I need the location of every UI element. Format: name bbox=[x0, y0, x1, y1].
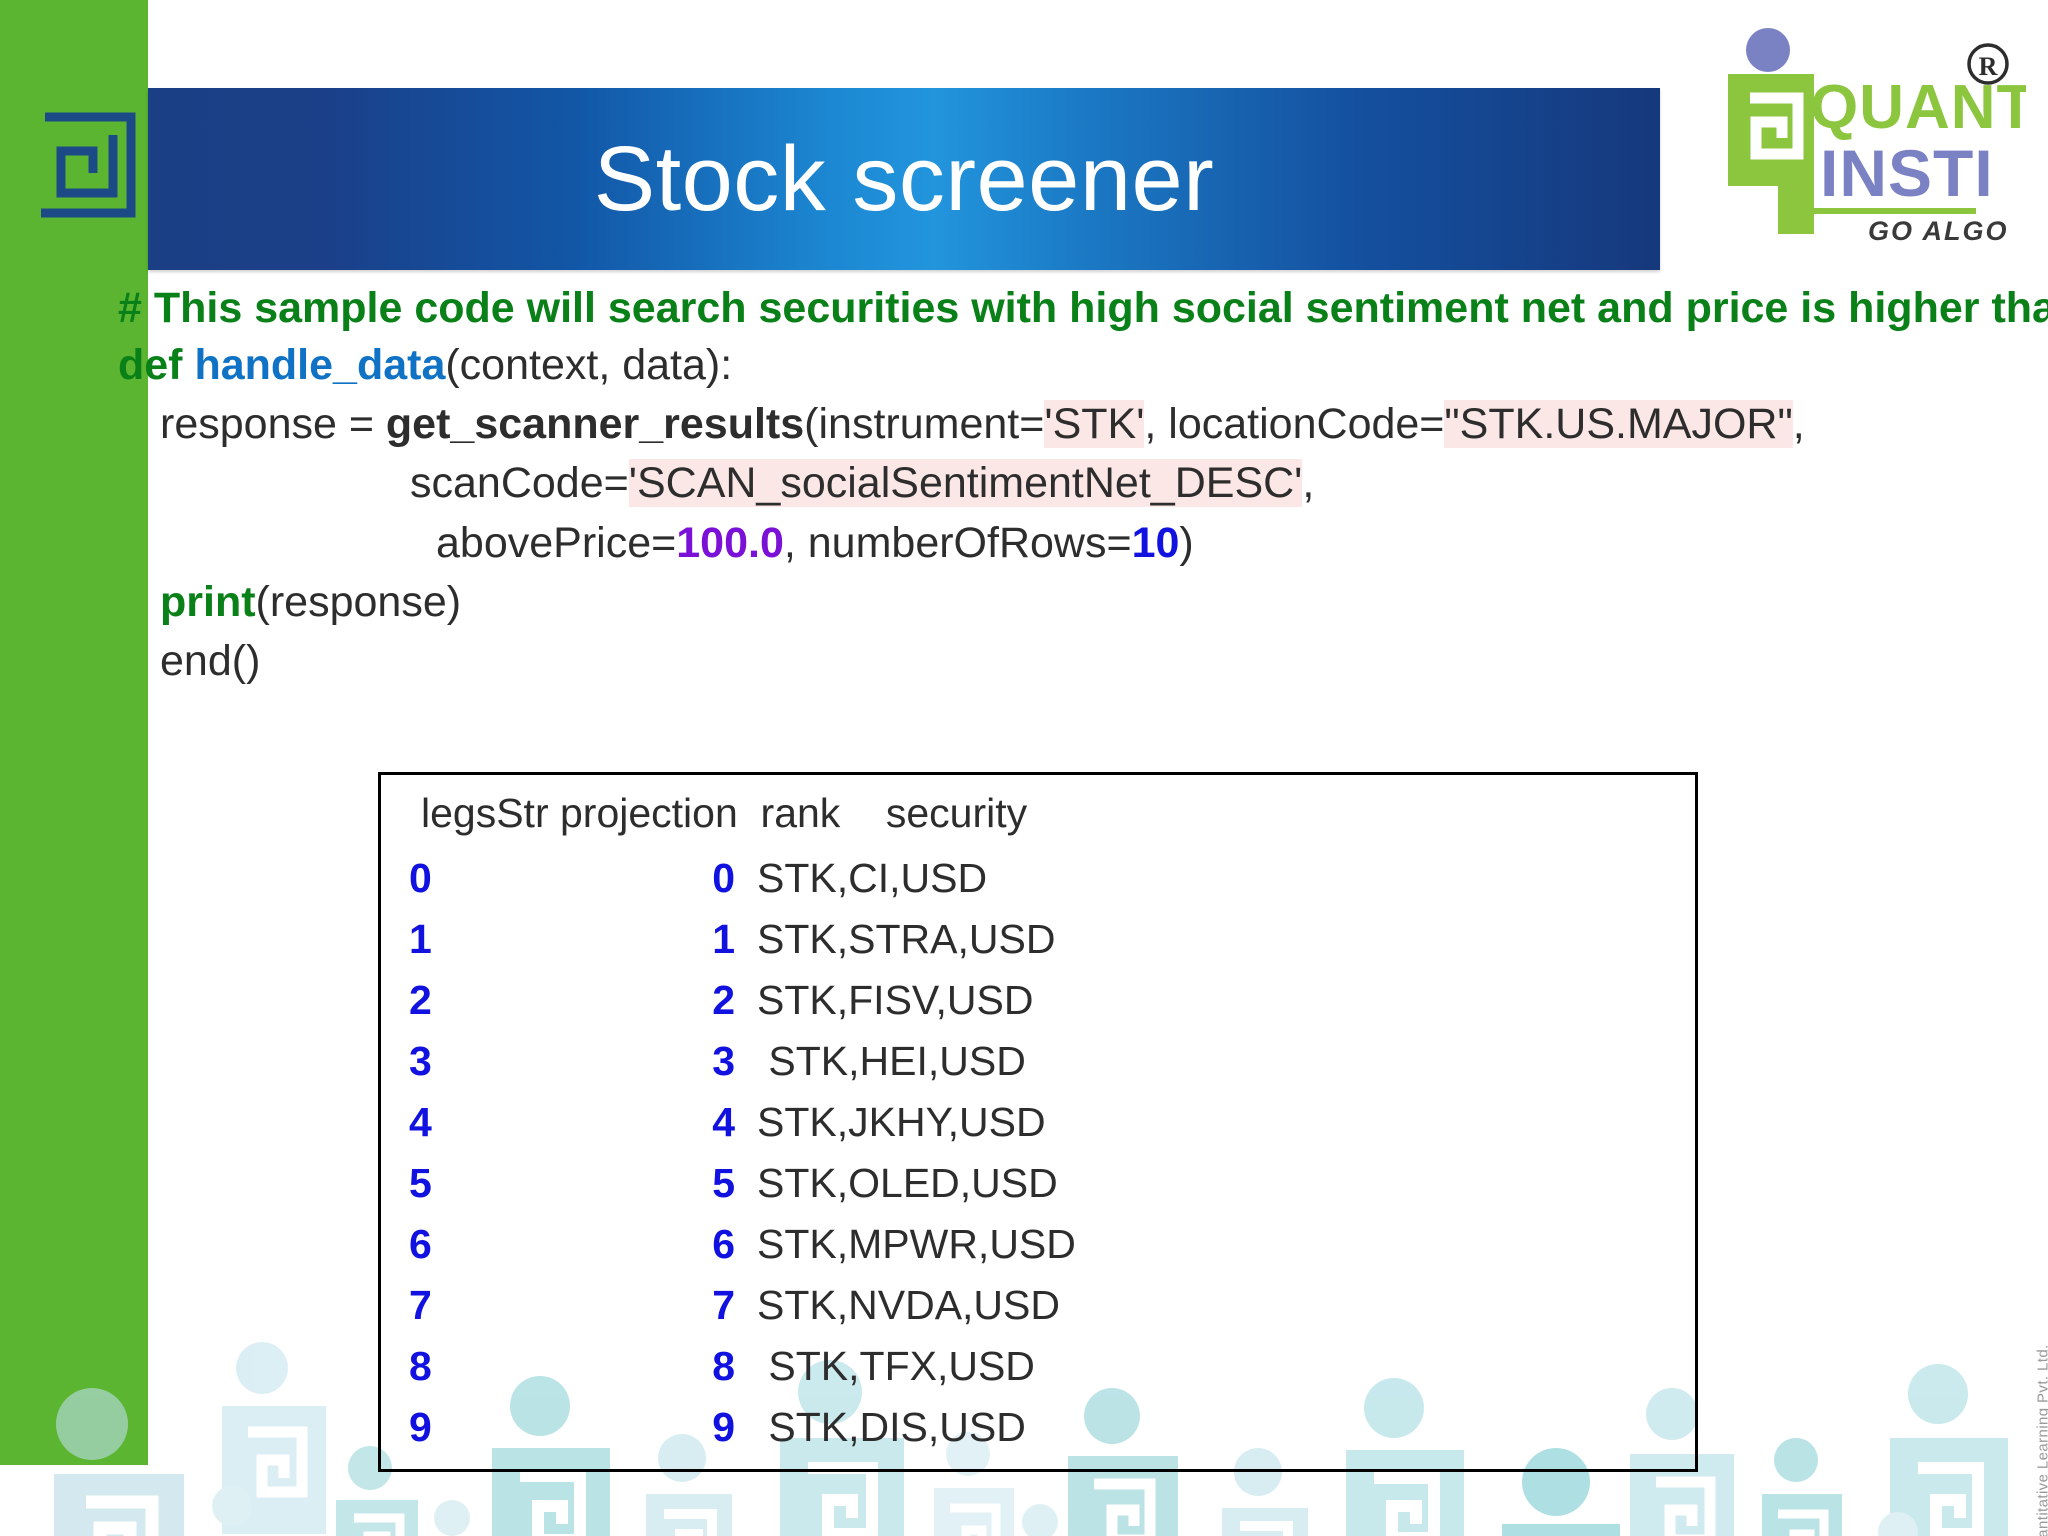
aboveprice-label: abovePrice= bbox=[436, 518, 677, 567]
code-aboveprice-line: abovePrice=100.0, numberOfRows=10) bbox=[118, 514, 1948, 573]
cell-rank: 6 bbox=[712, 1221, 735, 1267]
table-row: 2 2 STK,FISV,USD bbox=[409, 980, 1695, 1041]
slide-title-bar: Stock screener bbox=[148, 88, 1660, 270]
code-block: # This sample code will search securitie… bbox=[118, 282, 2048, 692]
cell-rank: 4 bbox=[712, 1099, 735, 1145]
table-row: 1 1 STK,STRA,USD bbox=[409, 919, 1695, 980]
spiral-logo-icon bbox=[41, 112, 136, 218]
assign-lhs: response = bbox=[160, 400, 386, 449]
cell-security: STK,JKHY,USD bbox=[757, 1099, 1046, 1145]
code-print-line: print(response) bbox=[118, 573, 1948, 632]
arg-separator-1: , locationCode= bbox=[1144, 400, 1445, 449]
cell-legsstr: 6 bbox=[409, 1221, 432, 1267]
table-row: 8 8 STK,TFX,USD bbox=[409, 1346, 1695, 1407]
keyword-print: print bbox=[160, 578, 256, 627]
quantinsti-logo: QUANT INSTI GO ALGO R bbox=[1728, 28, 2026, 246]
registered-mark-icon bbox=[1967, 43, 2009, 85]
cell-rank: 0 bbox=[712, 855, 735, 901]
cell-legsstr: 3 bbox=[409, 1038, 432, 1084]
cell-security: STK,TFX,USD bbox=[757, 1343, 1035, 1389]
decorative-people-band bbox=[0, 1296, 2048, 1536]
table-row: 6 6 STK,MPWR,USD bbox=[409, 1224, 1695, 1285]
keyword-def: def bbox=[118, 340, 183, 389]
cell-security: STK,DIS,USD bbox=[757, 1404, 1026, 1450]
cell-rank: 5 bbox=[712, 1160, 735, 1206]
table-row: 9 9 STK,DIS,USD bbox=[409, 1407, 1695, 1468]
svg-text:R: R bbox=[1979, 52, 1998, 81]
cell-legsstr: 0 bbox=[409, 855, 432, 901]
output-table-header: legsStr projection rank security bbox=[421, 790, 1028, 836]
cell-rank: 7 bbox=[712, 1282, 735, 1328]
page-title: Stock screener bbox=[593, 128, 1215, 230]
cell-legsstr: 5 bbox=[409, 1160, 432, 1206]
logo-spiral-mark bbox=[1728, 74, 1814, 234]
cell-security: STK,HEI,USD bbox=[757, 1038, 1026, 1084]
logo-underline bbox=[1786, 208, 1976, 214]
arg-separator-4: , numberOfRows= bbox=[783, 518, 1132, 567]
table-row: 0 0 STK,CI,USD bbox=[409, 858, 1695, 919]
function-call-get-scanner-results: get_scanner_results bbox=[385, 400, 805, 449]
cell-rank: 1 bbox=[712, 916, 735, 962]
cell-legsstr: 1 bbox=[409, 916, 432, 962]
arg-separator-3: , bbox=[1302, 459, 1315, 508]
cell-security: STK,OLED,USD bbox=[757, 1160, 1058, 1206]
print-args: (response) bbox=[255, 578, 462, 627]
cell-security: STK,NVDA,USD bbox=[757, 1282, 1060, 1328]
number-literal-above-price: 100.0 bbox=[676, 518, 784, 567]
cell-security: STK,CI,USD bbox=[757, 855, 988, 901]
function-name-handle-data: handle_data bbox=[194, 340, 446, 389]
string-literal-instrument: 'STK' bbox=[1044, 400, 1145, 449]
table-row: 5 5 STK,OLED,USD bbox=[409, 1163, 1695, 1224]
cell-rank: 3 bbox=[712, 1038, 735, 1084]
cell-rank: 9 bbox=[712, 1404, 735, 1450]
cell-security: STK,MPWR,USD bbox=[757, 1221, 1076, 1267]
code-end-line: end() bbox=[160, 637, 261, 686]
code-def-line: def handle_data(context, data): bbox=[118, 336, 1948, 395]
number-literal-number-of-rows: 10 bbox=[1131, 518, 1180, 567]
code-output-panel: legsStr projection rank security 0 0 STK,C… bbox=[378, 772, 1698, 1472]
call-close-paren: ) bbox=[1179, 518, 1194, 567]
cell-rank: 2 bbox=[712, 977, 735, 1023]
cell-rank: 8 bbox=[712, 1343, 735, 1389]
cell-legsstr: 9 bbox=[409, 1404, 432, 1450]
call-open-paren: (instrument= bbox=[804, 400, 1045, 449]
table-row: 3 3 STK,HEI,USD bbox=[409, 1041, 1695, 1102]
left-green-sidebar bbox=[0, 0, 148, 1465]
table-row: 4 4 STK,JKHY,USD bbox=[409, 1102, 1695, 1163]
cell-security: STK,FISV,USD bbox=[757, 977, 1034, 1023]
output-table-body: 0 0 STK,CI,USD 1 1 STK,STRA,USD 2 2 STK,FISV,USD… bbox=[409, 858, 1695, 1468]
output-table: legsStr projection rank security 0 0 STK,C… bbox=[381, 775, 1695, 1468]
string-literal-scan-code: 'SCAN_socialSentimentNet_DESC' bbox=[628, 459, 1303, 508]
code-scancode-line: scanCode='SCAN_socialSentimentNet_DESC', bbox=[118, 454, 1948, 513]
logo-tagline: GO ALGO bbox=[1868, 216, 2009, 246]
cell-legsstr: 4 bbox=[409, 1099, 432, 1145]
def-args: (context, data): bbox=[445, 340, 733, 389]
cell-legsstr: 2 bbox=[409, 977, 432, 1023]
people-pattern-icon bbox=[54, 1342, 2008, 1536]
cell-legsstr: 8 bbox=[409, 1343, 432, 1389]
string-literal-location-code: "STK.US.MAJOR" bbox=[1444, 400, 1793, 449]
logo-head-dot bbox=[1746, 28, 1790, 72]
code-assign-line: response = get_scanner_results(instrumen… bbox=[118, 395, 1948, 454]
logo-text-insti: INSTI bbox=[1820, 136, 1994, 210]
arg-separator-2: , bbox=[1792, 400, 1805, 449]
cell-legsstr: 7 bbox=[409, 1282, 432, 1328]
table-row: 7 7 STK,NVDA,USD bbox=[409, 1285, 1695, 1346]
scancode-label: scanCode= bbox=[410, 459, 629, 508]
cell-security: STK,STRA,USD bbox=[757, 916, 1056, 962]
code-comment-line: # This sample code will search securitie… bbox=[118, 284, 2048, 332]
